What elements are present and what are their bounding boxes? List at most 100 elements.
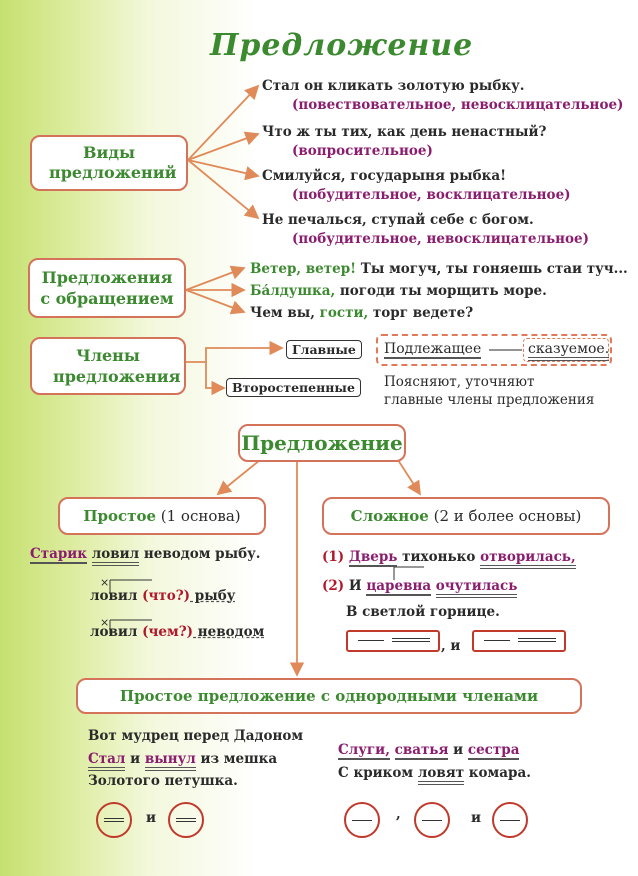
type-note-1: (повествовательное, невосклицательное) [292, 97, 624, 113]
homog-box: Простое предложение с однородными членам… [76, 678, 582, 714]
complex-label: Сложное [350, 507, 429, 525]
homog-l2-pred-1: Стал [88, 751, 126, 771]
complex-line-3: В светлой горнице. [346, 604, 500, 620]
homog-box-label: Простое предложение с однородными членам… [119, 687, 539, 705]
address-word-1: Ветер, ветер! [250, 261, 357, 277]
homog-r2-start: С криком [338, 765, 418, 781]
complex-predicate-1: отворилась, [480, 549, 576, 569]
complex-predicate-2: очутилась [435, 578, 518, 598]
type-example-4: Не печалься, ступай себе с богом. [262, 212, 534, 228]
simple-note: (1 основа) [156, 507, 241, 525]
predicate-label: сказуемое. [528, 341, 610, 361]
homog-right-line-1: Слуги, сватья и сестра [338, 742, 520, 760]
address-line-3: Чем вы, гости, торг ведете? [250, 305, 473, 322]
simple-predicate: ловил [91, 546, 140, 566]
homog-l2-rest: из мешка [195, 751, 278, 767]
type-note-2: (вопросительное) [292, 143, 433, 159]
address-box: Предложения с обращением [28, 258, 186, 318]
address-box-label: Предложения с обращением [40, 268, 174, 308]
type-example-2: Что ж ты тих, как день ненастный? [262, 124, 547, 140]
homog-r2-pred: ловят [417, 765, 465, 785]
homog-subj-2: сватья [394, 742, 449, 760]
address-rest-1: Ты могуч, ты гоняешь стаи туч... [356, 261, 628, 277]
q1-word: ловил [90, 588, 138, 604]
homog-left-line-2: Стал и вынул из мешка [88, 751, 278, 771]
complex-line-2: (2) И царевна очутилась [322, 578, 518, 598]
secondary-note-1: Поясняют, уточняют [384, 374, 535, 390]
homog-scheme-circle-4 [414, 802, 450, 838]
type-example-1: Стал он кликать золотую рыбку. [262, 78, 525, 94]
complex-join: , и [441, 638, 461, 654]
simple-example: Старик ловил неводом рыбу. [30, 546, 261, 566]
simple-box: Простое (1 основа) [58, 497, 266, 535]
complex-num-1: (1) [322, 549, 345, 565]
complex-note: (2 и более основы) [428, 507, 582, 525]
simple-mark-2: × [100, 616, 110, 629]
homog-space [390, 742, 395, 758]
address-line-2: Ба́лдушка, погоди ты морщить море. [250, 283, 547, 300]
q1-question: (что?) [137, 588, 191, 604]
homog-right-line-2: С криком ловят комара. [338, 765, 531, 785]
sentence-box-label: Предложение [241, 431, 403, 455]
complex-subject-2: царевна [366, 578, 432, 596]
members-box-label: Члены предложения [53, 346, 181, 386]
homog-subj-3: сестра [467, 742, 520, 760]
homog-scheme-comma: , [396, 806, 401, 822]
complex-scheme-1 [346, 630, 440, 652]
homog-scheme-circle-1 [96, 802, 132, 838]
address-start-3: Чем вы, [250, 305, 320, 321]
complex-num-2: (2) [322, 578, 345, 594]
homog-left-line-3: Золотого петушка. [88, 773, 238, 789]
homog-l1: Вот мудрец перед Дадоном [88, 728, 304, 744]
secondary-note-2: главные члены предложения [384, 392, 595, 408]
complex-mid-1: тихонько [397, 549, 481, 565]
predicate-text: сказуемое. [528, 341, 610, 361]
complex-box: Сложное (2 и более основы) [322, 497, 610, 535]
types-box: Виды предложений [30, 135, 188, 191]
complex-and: И [344, 578, 367, 594]
address-word-3: гости, [319, 305, 369, 321]
type-note-4: (побудительное, невосклицательное) [292, 231, 590, 247]
homog-scheme-and-1: и [146, 810, 157, 826]
types-box-label: Виды предложений [49, 143, 177, 182]
simple-question-1: ловил (что?) рыбу [90, 588, 235, 605]
q1-object: рыбу [190, 588, 236, 604]
simple-question-2: ловил (чем?) неводом [90, 624, 264, 641]
sentence-box: Предложение [238, 424, 406, 462]
address-rest-2: погоди ты морщить море. [335, 283, 547, 299]
secondary-members-label: Второстепенные [226, 378, 361, 397]
homog-r2-rest: комара. [464, 765, 531, 781]
q2-word: ловил [90, 624, 138, 640]
main-members-label: Главные [286, 340, 362, 359]
type-example-3: Смилуйся, государыня рыбка! [262, 168, 507, 184]
homog-scheme-circle-3 [344, 802, 380, 838]
complex-line-1: (1) Дверь тихонько отворилась, [322, 549, 576, 569]
simple-rest: неводом рыбу. [139, 546, 261, 562]
homog-scheme-and-2: и [471, 810, 482, 826]
homog-scheme-circle-2 [168, 802, 204, 838]
page-title: Предложение [210, 28, 474, 63]
subject-label: Подлежащее [384, 341, 482, 359]
type-note-3: (побудительное, восклицательное) [292, 187, 571, 203]
q2-object: неводом [193, 624, 265, 640]
q2-question: (чем?) [137, 624, 194, 640]
simple-subject: Старик [30, 546, 88, 564]
simple-mark-1: × [100, 576, 110, 589]
simple-label: Простое [83, 507, 156, 525]
complex-scheme-2 [472, 630, 566, 652]
subject-text: Подлежащее [384, 341, 482, 359]
homog-scheme-circle-5 [492, 802, 528, 838]
members-box: Члены предложения [30, 337, 186, 395]
address-word-2: Ба́лдушка, [250, 283, 336, 299]
complex-subject-1: Дверь [348, 549, 398, 567]
homog-l2-pred-2: вынул [144, 751, 196, 771]
main-members-frame [376, 334, 612, 366]
homog-subj-1: Слуги, [338, 742, 390, 760]
address-rest-3: торг ведете? [368, 305, 474, 321]
predicate-frame [523, 338, 609, 362]
address-line-1: Ветер, ветер! Ты могуч, ты гоняешь стаи … [250, 261, 628, 278]
homog-left-line-1: Вот мудрец перед Дадоном [88, 728, 303, 745]
homog-l2-and: и [125, 751, 145, 767]
homog-r1-and: и [448, 742, 468, 758]
